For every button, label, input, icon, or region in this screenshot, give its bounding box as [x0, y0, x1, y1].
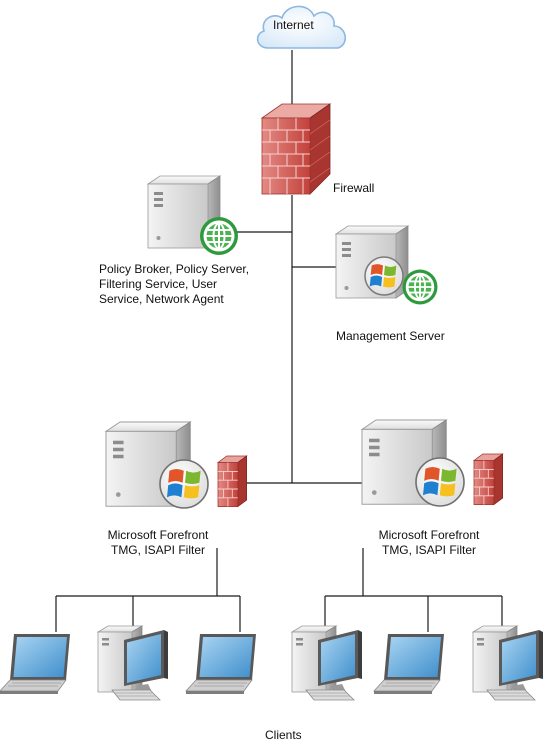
management-server-label: Management Server [336, 329, 445, 343]
server-windows-firewall-icon-left [105, 421, 248, 509]
clients-group [0, 625, 544, 701]
clients-label: Clients [265, 728, 302, 740]
laptop-icon [185, 633, 257, 695]
policy-server-label-line-2: Filtering Service, User [99, 277, 218, 291]
desktop-icon [97, 625, 169, 701]
cloud-icon [256, 5, 346, 49]
tmg-right-label: Microsoft Forefront TMG, ISAPI Filter [371, 528, 487, 558]
desktop-icon [291, 625, 363, 701]
policy-server-label: Policy Broker, Policy Server, Filtering … [99, 262, 249, 307]
tmg-left-label-line-1: Microsoft Forefront [107, 528, 209, 542]
firewall-icon [260, 103, 332, 195]
laptop-icon [0, 633, 71, 695]
server-windows-globe-icon [335, 225, 439, 306]
tmg-left-label-line-2: TMG, ISAPI Filter [110, 543, 205, 557]
tmg-left-label: Microsoft Forefront TMG, ISAPI Filter [100, 528, 216, 558]
tmg-right-label-line-2: TMG, ISAPI Filter [381, 543, 476, 557]
laptop-icon [373, 633, 445, 695]
internet-label: Internet [273, 18, 314, 32]
policy-server-label-line-1: Policy Broker, Policy Server, [99, 262, 250, 276]
tmg-right-label-line-1: Microsoft Forefront [378, 528, 480, 542]
desktop-icon [472, 625, 544, 701]
server-globe-icon [147, 175, 239, 256]
server-windows-firewall-icon-right [361, 419, 504, 507]
policy-server-label-line-3: Service, Network Agent [99, 292, 224, 306]
connection-lines [55, 50, 503, 632]
firewall-label: Firewall [333, 181, 375, 195]
